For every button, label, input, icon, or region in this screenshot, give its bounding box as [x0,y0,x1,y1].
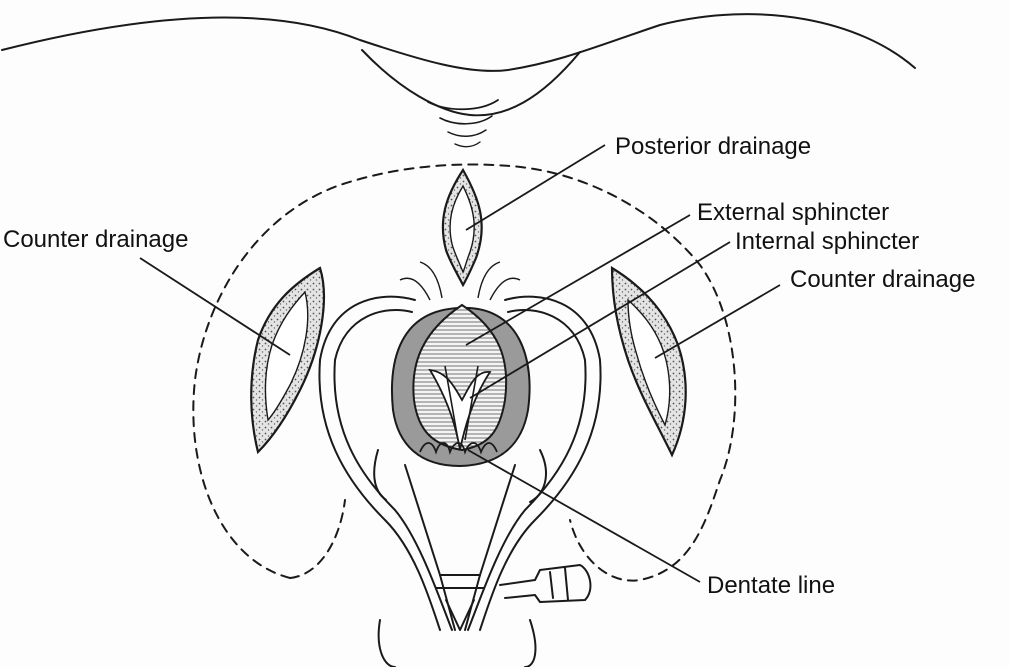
internal-sphincter [428,368,492,451]
leader-posterior-drainage [465,144,606,231]
label-dentate-line: Dentate line [707,572,836,599]
leader-dentate-line [467,449,701,583]
leader-internal-sphincter [469,241,731,399]
buttocks-outline [1,13,916,72]
natal-cleft [361,49,581,117]
leader-external-sphincter [465,214,691,346]
retractor-handle [319,295,416,361]
external-sphincter [412,303,508,452]
dentate-line-teeth [419,442,498,455]
leader-counter-drainage-left [139,257,291,356]
label-counter-drainage-left: Counter drainage [3,226,189,253]
leader-counter-drainage-right [654,284,781,359]
label-external-sphincter: External sphincter [697,199,890,226]
sphincter-ring [391,261,531,468]
label-counter-drainage-right: Counter drainage [790,266,976,293]
label-posterior-drainage: Posterior drainage [615,133,812,160]
label-internal-sphincter: Internal sphincter [735,228,920,255]
dashed-field-outline [192,163,737,582]
